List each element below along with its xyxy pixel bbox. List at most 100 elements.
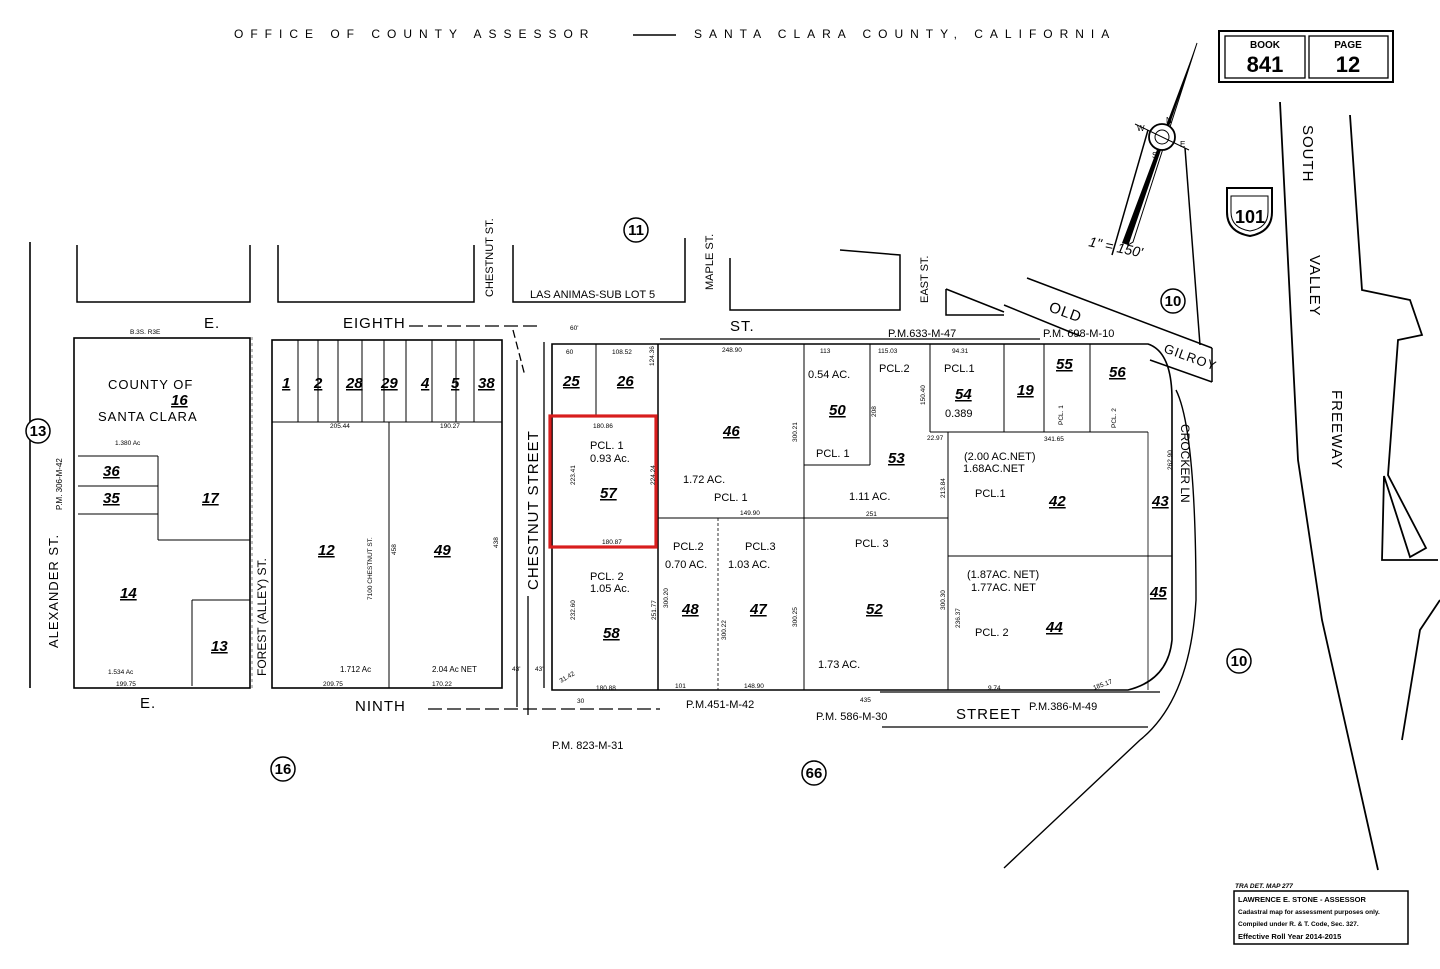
dim-300a: 300.21 <box>792 422 799 442</box>
freeway-word-freeway: FREEWAY <box>1328 390 1345 470</box>
crocker-lane-lines <box>1003 389 1197 869</box>
parcel-notes: PCL. 1 0.93 Ac. PCL. 2 1.05 Ac. 1.72 AC.… <box>590 363 1118 671</box>
old-gilroy-road <box>1003 129 1213 383</box>
parcel-38[interactable]: 38 <box>478 375 495 392</box>
parcel-56[interactable]: 56 <box>1109 364 1126 381</box>
header-county: SANTA CLARA COUNTY, CALIFORNIA <box>694 27 1116 41</box>
dim-101: 101 <box>675 683 686 690</box>
tra-label: TRA DET. MAP 277 <box>1235 883 1293 890</box>
parcel-43[interactable]: 43 <box>1151 493 1169 510</box>
parcel-1[interactable]: 1 <box>282 375 290 392</box>
parcel-55[interactable]: 55 <box>1056 356 1073 373</box>
note-pcl1-57: PCL. 1 <box>590 440 624 452</box>
eighth-street-lines <box>409 325 1040 340</box>
parcel-17[interactable]: 17 <box>202 490 219 507</box>
dim-60b: 60' <box>570 325 578 332</box>
dim-30: 30 <box>577 698 585 705</box>
parcel-48[interactable]: 48 <box>681 601 699 618</box>
parcel-50[interactable]: 50 <box>829 402 846 419</box>
acres-1534: 1.534 Ac <box>108 669 134 676</box>
parcel-2[interactable]: 2 <box>313 375 323 392</box>
dim-300b: 300.20 <box>663 588 670 608</box>
street-chestnut: CHESTNUT STREET <box>525 430 542 590</box>
dim-113: 113 <box>820 348 831 355</box>
map-ref-11[interactable]: 11 <box>623 217 649 243</box>
parcel-54[interactable]: 54 <box>955 386 972 403</box>
street-east: EAST ST. <box>919 256 931 303</box>
dim-232: 232.60 <box>570 600 577 620</box>
parcel-12[interactable]: 12 <box>318 542 335 559</box>
dim-435: 435 <box>860 697 871 704</box>
map-ref-13[interactable]: 13 <box>25 418 51 444</box>
parcel-42[interactable]: 42 <box>1048 493 1066 510</box>
parcel-36[interactable]: 36 <box>103 463 120 480</box>
dimensions: 60 108.52 180.86 180.87 180.88 124.36 22… <box>116 325 1174 705</box>
north-letter-n: N <box>1166 116 1172 125</box>
parcel-25[interactable]: 25 <box>562 373 580 390</box>
parcel-28[interactable]: 28 <box>345 375 363 392</box>
parcel-26[interactable]: 26 <box>616 373 634 390</box>
freeway-word-valley: VALLEY <box>1306 255 1323 317</box>
street-alexander: ALEXANDER ST. <box>46 534 61 648</box>
parcel-46[interactable]: 46 <box>722 423 740 440</box>
parcel-19[interactable]: 19 <box>1017 382 1034 399</box>
eighth-name: EIGHTH <box>343 315 406 332</box>
parcel-58[interactable]: 58 <box>603 625 620 642</box>
dim-190: 190.27 <box>440 423 460 430</box>
map-ref-10-right[interactable]: 10 <box>1226 648 1252 674</box>
parcel-16[interactable]: 16 <box>171 392 188 409</box>
note-111: 1.11 AC. <box>849 491 890 503</box>
north-arrow: N S E W 1" = 150' <box>1087 42 1198 261</box>
note-070: 0.70 AC. <box>665 559 707 571</box>
parcel-14[interactable]: 14 <box>120 585 137 602</box>
old-gilroy-word-gilroy: GILROY <box>1162 341 1219 374</box>
note-pcl2-48: PCL.2 <box>673 541 704 553</box>
north-letter-w: W <box>1137 124 1145 133</box>
parcel-49[interactable]: 49 <box>433 542 451 559</box>
dim-180b: 180.87 <box>602 539 622 546</box>
parcel-35[interactable]: 35 <box>103 490 120 507</box>
dim-300c: 300.22 <box>721 620 728 640</box>
dim-180a: 180.86 <box>593 423 613 430</box>
dim-115: 115.03 <box>878 348 898 355</box>
page-value: 12 <box>1336 52 1360 77</box>
note-103: 1.03 AC. <box>728 559 770 571</box>
dim-300e: 300.30 <box>940 590 947 610</box>
freeway-word-south: SOUTH <box>1299 125 1316 183</box>
parcel-45[interactable]: 45 <box>1149 584 1167 601</box>
dim-180c: 180.88 <box>596 685 616 692</box>
note-187: (1.87AC. NET) <box>967 569 1039 581</box>
map-ref-66[interactable]: 66 <box>801 760 827 786</box>
assessor-line-3: Compiled under R. & T. Code, Sec. 327. <box>1238 921 1359 928</box>
dim-9: 9.74 <box>988 685 1001 692</box>
eighth-e: E. <box>204 315 220 332</box>
parcel-47[interactable]: 47 <box>749 601 767 618</box>
book-value: 841 <box>1247 52 1284 77</box>
dim-94: 94.31 <box>952 348 969 355</box>
parcel-57[interactable]: 57 <box>600 485 617 502</box>
map-ref-10-right-label: 10 <box>1231 653 1248 670</box>
las-animas-label: LAS ANIMAS-SUB LOT 5 <box>530 289 655 301</box>
dim-224: 224.24 <box>650 465 657 485</box>
dim-208: 208 <box>871 406 878 417</box>
header-office: OFFICE OF COUNTY ASSESSOR <box>234 27 595 41</box>
parcel-29[interactable]: 29 <box>380 375 398 392</box>
parcel-5[interactable]: 5 <box>451 375 460 392</box>
assessor-info-box: TRA DET. MAP 277 LAWRENCE E. STONE - ASS… <box>1233 883 1409 945</box>
north-letter-e: E <box>1180 140 1185 149</box>
map-ref-16[interactable]: 16 <box>270 756 296 782</box>
street-forest-alley: FOREST (ALLEY) ST. <box>255 558 269 676</box>
north-blocks <box>76 238 1005 316</box>
dim-262: 262.90 <box>1167 450 1174 470</box>
parcel-13[interactable]: 13 <box>211 638 228 655</box>
parcel-44[interactable]: 44 <box>1045 619 1063 636</box>
map-ref-13-label: 13 <box>30 423 47 440</box>
street-chestnut-top: CHESTNUT ST. <box>484 218 496 297</box>
book-page-box: BOOK 841 PAGE 12 <box>1218 30 1394 83</box>
parcel-53[interactable]: 53 <box>888 450 905 467</box>
map-ref-10-top[interactable]: 10 <box>1160 288 1186 314</box>
parcel-52[interactable]: 52 <box>866 601 883 618</box>
parcel-4[interactable]: 4 <box>420 375 430 392</box>
